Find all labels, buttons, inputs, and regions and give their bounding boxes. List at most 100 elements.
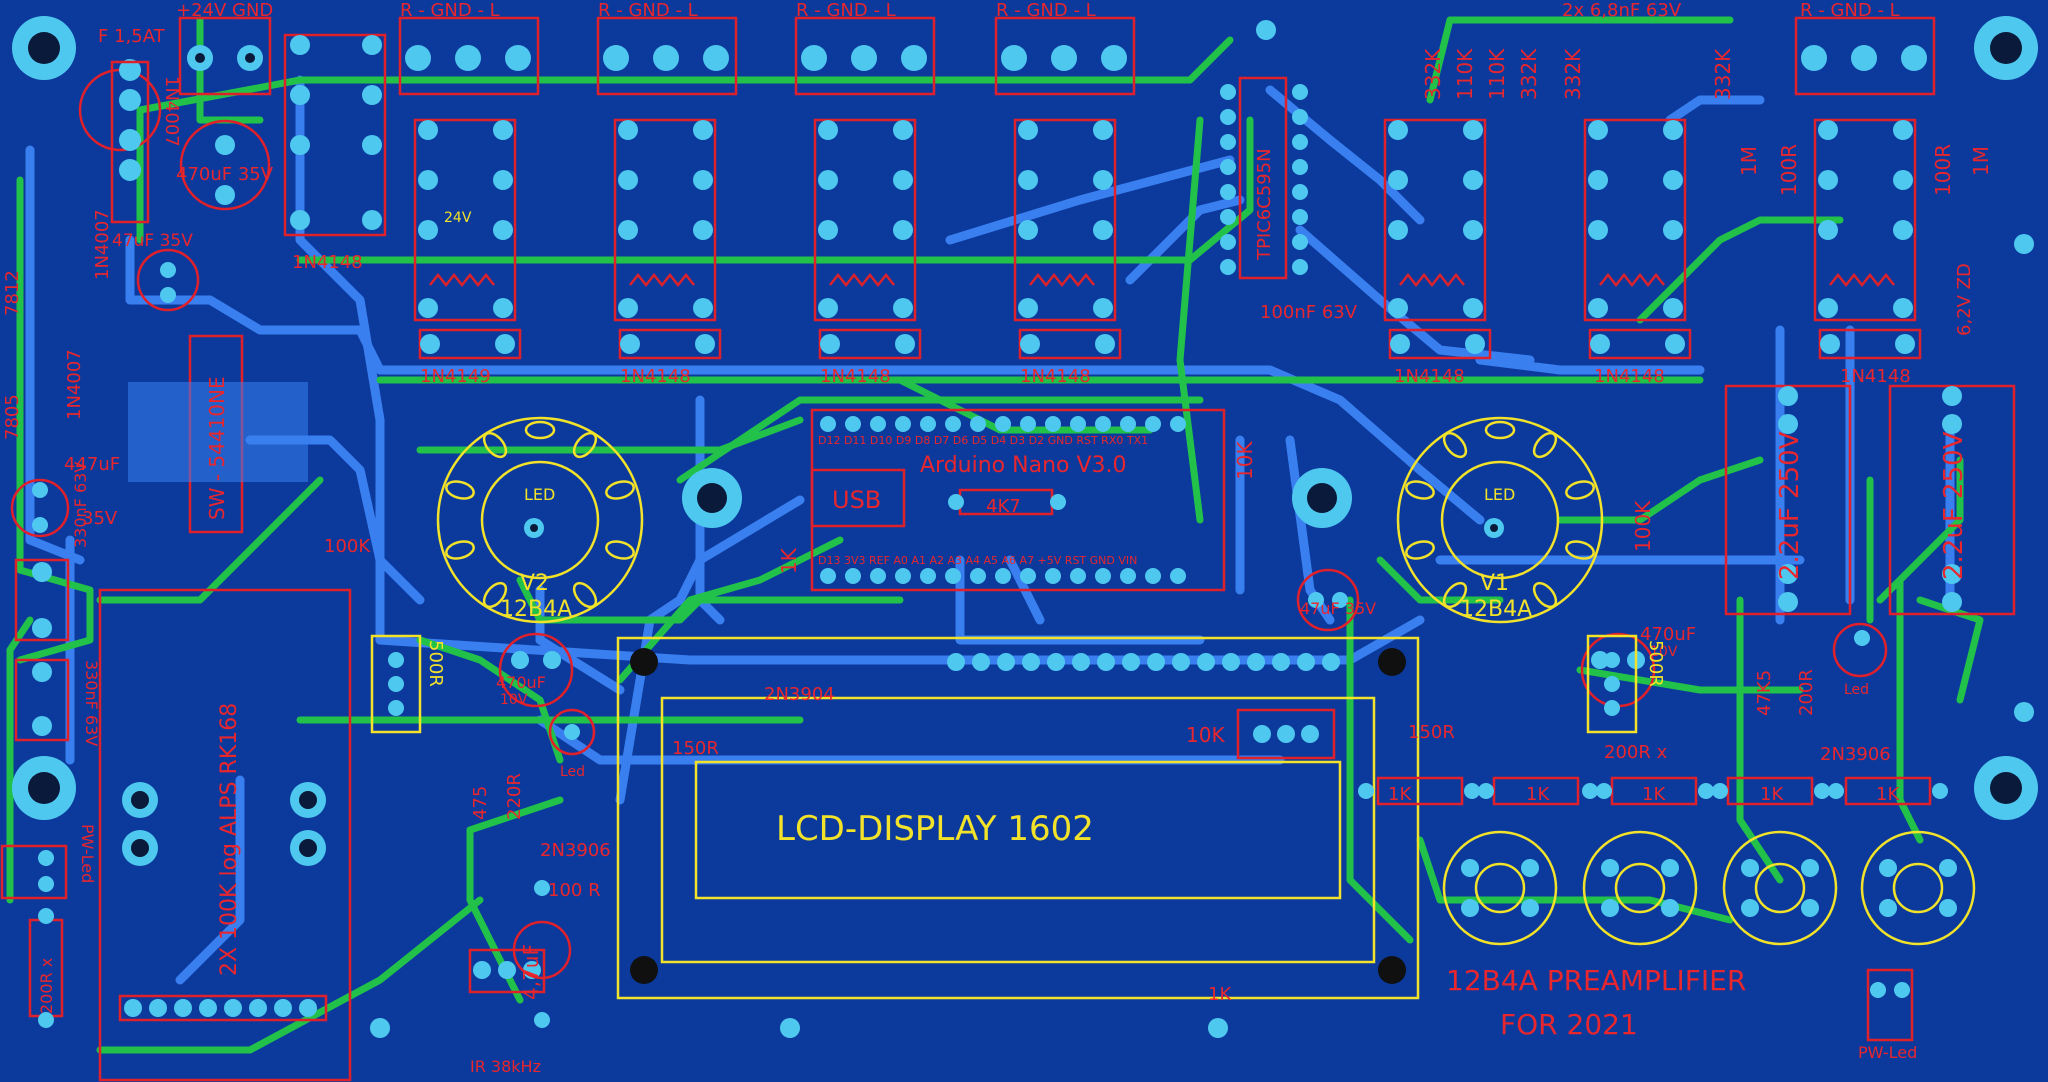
label-r-100r-b: 100R [1931, 144, 1955, 196]
label-pot: 2X 100K log ALPS RK168 [217, 703, 242, 976]
label-r-200r-a: 200R [1796, 669, 1817, 716]
label-arduino: Arduino Nano V3.0 [920, 453, 1127, 478]
label-r-332k-a: 332K [1421, 48, 1445, 100]
label-diode-d8: 1N4148 [1840, 366, 1911, 387]
label-r-100k-b: 100K [1631, 500, 1655, 552]
label-rgl-2: R - GND - L [598, 0, 698, 21]
lcd-outline [616, 636, 1420, 1000]
cap-2-2uf-b [1888, 384, 2016, 616]
label-2n3906-b: 2N3906 [1820, 744, 1891, 765]
label-r-200r-b: 200R x [1604, 742, 1668, 763]
push-buttons [1442, 830, 1976, 946]
label-lcd: LCD-DISPLAY 1602 [776, 809, 1094, 849]
label-trim-10k: 10K [1186, 723, 1225, 747]
label-diode-d1: 1N4148 [292, 252, 363, 273]
label-cap-470-10-a-v: 10V [500, 692, 528, 708]
label-fuse: F 1,5AT [98, 26, 166, 47]
label-r-475-b: 47K5 [1754, 670, 1775, 716]
label-cap-100n: 100nF 63V [1260, 302, 1358, 323]
label-r-1k-v: 1K [777, 547, 801, 574]
label-2n3906-a: 2N3906 [540, 840, 611, 861]
label-copyright: FOR 2021 [1500, 1008, 1638, 1041]
label-rgl-1: R - GND - L [400, 0, 500, 21]
label-r-110k-b: 110K [1485, 48, 1509, 100]
label-ic-driver: TPIC6C595N [1254, 148, 1275, 261]
label-zener: 6,2V ZD [1954, 263, 1975, 336]
label-relay-v: 24V [444, 210, 472, 226]
label-led-b: Led [1844, 682, 1869, 698]
label-r-10k-v: 10K [1233, 441, 1257, 480]
label-r-110k-a: 110K [1453, 48, 1477, 100]
label-diode-d7: 1N4148 [1594, 366, 1665, 387]
label-r-1k-3: 1K [1642, 784, 1666, 805]
mounting-holes [12, 16, 2038, 820]
connector-rgl-3 [794, 16, 936, 96]
label-cap-330-a: 330nF 63V [71, 462, 90, 548]
label-power: +24V GND [176, 0, 273, 21]
label-cap-447-v: 35V [82, 508, 118, 529]
label-tube-type-b: 12B4A [1460, 597, 1532, 622]
label-r-4k7: 4K7 [986, 496, 1021, 517]
label-r-150r-b: 150R [1408, 722, 1455, 743]
label-diode-1n4007-a: 1N4007 [161, 76, 182, 147]
label-diode-d6: 1N4148 [1394, 366, 1465, 387]
label-cap-4-7: 4,7uF [519, 944, 543, 1000]
label-pw-led-b: PW-Led [1858, 1043, 1917, 1062]
label-r-150r-a: 150R [672, 738, 719, 759]
relay-3 [613, 118, 717, 322]
pot-footprint [98, 588, 352, 1082]
misc-components [0, 20, 2034, 1042]
tube-socket-v2 [436, 416, 644, 624]
label-r-332k-c: 332K [1561, 48, 1585, 100]
label-title: 12B4A PREAMPLIFIER [1446, 964, 1746, 997]
label-r-200r-x: 200R x [37, 958, 56, 1014]
label-r-475-a: 475 [470, 786, 491, 820]
label-diode-d2: 1N4149 [420, 366, 491, 387]
label-arduino-bot-pins: D13 3V3 REF A0 A1 A2 A3 A4 A5 A6 A7 +5V … [818, 554, 1137, 567]
connector-rgl-4 [994, 16, 1136, 96]
label-diode-1n4007-c: 1N4007 [64, 349, 85, 420]
ic-tpic6c595n [1220, 76, 1308, 280]
top-copper-traces [6, 16, 1984, 1054]
relay-1 [283, 33, 387, 237]
label-vreg-7812: 7812 [2, 270, 23, 316]
label-rgl-3: R - GND - L [796, 0, 896, 21]
label-r-1k-2: 1K [1526, 784, 1550, 805]
relay-7 [1583, 118, 1687, 322]
label-r-1k-5: 1K [1876, 784, 1900, 805]
label-cap-447: 447uF [64, 454, 120, 475]
tube-socket-v1 [1396, 416, 1604, 624]
label-r-1k-top: 1K [1208, 984, 1232, 1005]
label-usb: USB [832, 486, 881, 514]
relay-5 [1013, 118, 1117, 322]
label-arduino-top-pins: D12 D11 D10 D9 D8 D7 D6 D5 D4 D3 D2 GND … [818, 434, 1148, 447]
label-cap-47-35-b: 47uF 35V [1300, 599, 1376, 618]
label-diode-1n4007-b: 1N4007 [92, 209, 113, 280]
label-diode-d5: 1N4148 [1020, 366, 1091, 387]
label-tube-led-a: LED [524, 485, 555, 504]
arduino-nano-footprint [810, 408, 1226, 592]
label-cap-pair: 2x 6,8nF 63V [1562, 0, 1682, 21]
label-tube-v2: V2 [520, 571, 549, 596]
label-rotary-switch: SW - 54410NE [205, 376, 229, 520]
label-r-332k-d: 332K [1711, 48, 1735, 100]
label-r-100r-a: 100R [1777, 144, 1801, 196]
label-r-220-a: 220R [504, 773, 525, 820]
label-rgl-5: R - GND - L [1800, 0, 1900, 21]
label-led-b-cap-v: 10V [1650, 644, 1678, 660]
cap-2-2uf-a [1724, 384, 1852, 616]
label-r-100r-c: 100 R [548, 880, 601, 901]
label-diode-d3: 1N4148 [620, 366, 691, 387]
label-r-332k-b: 332K [1517, 48, 1541, 100]
label-pw-led-a: PW-Led [78, 824, 97, 883]
relay-4 [813, 118, 917, 322]
label-trim-500r-b: 500R [1645, 640, 1666, 687]
silkscreen-labels: +24V GND R - GND - L R - GND - L R - GND… [2, 0, 1993, 1076]
label-2n3904: 2N3904 [764, 684, 835, 705]
label-r-1m-a: 1M [1737, 146, 1761, 176]
rotary-switch-footprint [128, 334, 308, 534]
label-cap-330-b: 330nF 63V [82, 660, 101, 746]
label-cap-2-2uf-a: 2.2uF 250V [1775, 431, 1805, 580]
label-tube-type-a: 12B4A [500, 597, 572, 622]
